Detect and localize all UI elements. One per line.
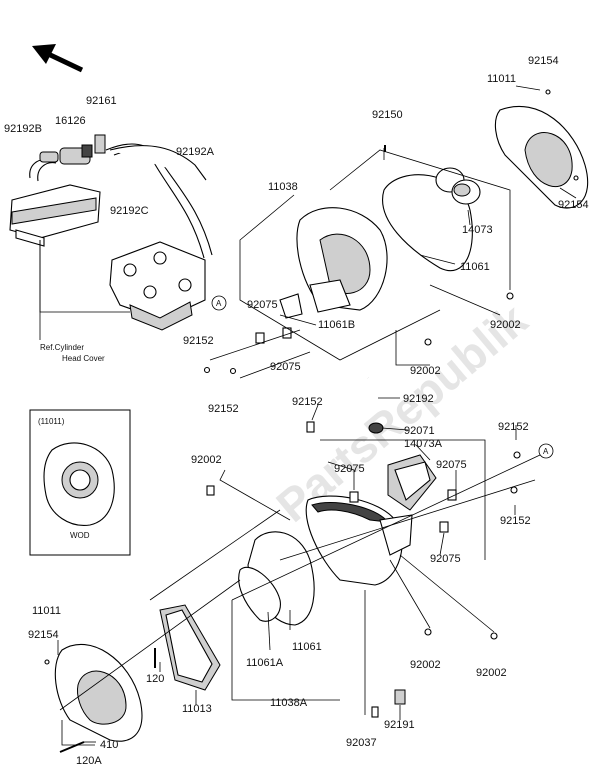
label-11013: 11013 xyxy=(182,703,212,715)
label-92075-a: 92075 xyxy=(247,299,278,311)
seal-11061b xyxy=(279,293,303,319)
label-92161: 92161 xyxy=(86,95,117,107)
label-11061-bottom: 11061 xyxy=(292,641,322,653)
duct-14073a xyxy=(387,454,437,511)
breather-hose-assembly xyxy=(29,134,213,259)
label-11038a: 11038A xyxy=(270,697,308,709)
outer-cover-top xyxy=(494,89,589,209)
label-92075-d: 92075 xyxy=(436,459,467,471)
duct-14073 xyxy=(435,167,481,205)
label-92154-bottom: 92154 xyxy=(28,629,59,641)
inset-caption: WOD xyxy=(70,531,90,540)
cylinder-head-cover-rear xyxy=(109,241,206,331)
svg-text:A: A xyxy=(543,447,549,456)
filter-element-top xyxy=(382,174,473,272)
label-92075-c: 92075 xyxy=(334,463,365,475)
filter-11013 xyxy=(159,604,221,691)
label-11061a: 11061A xyxy=(246,657,284,669)
label-92152-c: 92152 xyxy=(292,396,323,408)
label-11038: 11038 xyxy=(268,181,298,193)
label-16126: 16126 xyxy=(55,115,86,127)
reference-note-line2: Head Cover xyxy=(62,354,105,363)
svg-text:A: A xyxy=(216,299,222,308)
label-92152-d: 92152 xyxy=(498,421,529,433)
air-cleaner-base-bottom xyxy=(305,495,413,586)
label-92152-a: 92152 xyxy=(183,335,214,347)
label-11011-bottom: 11011 xyxy=(32,605,61,617)
callout-a-bottom: A xyxy=(538,443,554,459)
label-11011-top: 11011 xyxy=(487,73,516,85)
label-92075-e: 92075 xyxy=(430,553,461,565)
label-92002-e: 92002 xyxy=(476,667,507,679)
label-92192c: 92192C xyxy=(110,205,149,217)
label-92154-top: 92154 xyxy=(528,55,559,67)
callout-a-top: A xyxy=(211,295,227,311)
label-92002-a: 92002 xyxy=(490,319,521,331)
label-92152-b: 92152 xyxy=(208,403,239,415)
seal-11061a xyxy=(238,566,281,622)
reference-note-line1: Ref.Cylinder xyxy=(40,343,84,352)
label-92152-e: 92152 xyxy=(500,515,531,527)
label-92075-b: 92075 xyxy=(270,361,301,373)
label-14073: 14073 xyxy=(462,224,493,236)
label-410: 410 xyxy=(100,739,118,751)
fasteners-bottom xyxy=(59,421,521,753)
label-92192a: 92192A xyxy=(176,146,215,158)
label-11061b: 11061B xyxy=(318,319,355,331)
cylinder-head-cover-front xyxy=(9,184,101,247)
label-92192b: 92192B xyxy=(4,123,42,135)
label-120a: 120A xyxy=(76,755,102,767)
label-92002-b: 92002 xyxy=(410,365,441,377)
label-92071: 92071 xyxy=(404,425,435,437)
label-120: 120 xyxy=(146,673,164,685)
label-92192: 92192 xyxy=(403,393,434,405)
orientation-arrow-icon xyxy=(32,44,84,73)
outer-cover-bottom xyxy=(44,644,143,742)
label-92150: 92150 xyxy=(372,109,403,121)
hose-92192 xyxy=(365,376,381,406)
inset-wod-panel xyxy=(29,409,131,556)
label-92154-right: 92154 xyxy=(558,199,589,211)
label-92037: 92037 xyxy=(346,737,377,749)
label-11061-top: 11061 xyxy=(460,261,490,273)
label-14073a: 14073A xyxy=(404,438,443,450)
inset-title: (11011) xyxy=(38,417,65,426)
label-92191: 92191 xyxy=(384,719,415,731)
air-cleaner-base-top xyxy=(296,207,388,313)
grommet-92071 xyxy=(368,422,384,434)
label-92002-d: 92002 xyxy=(410,659,441,671)
label-92002-c: 92002 xyxy=(191,454,222,466)
